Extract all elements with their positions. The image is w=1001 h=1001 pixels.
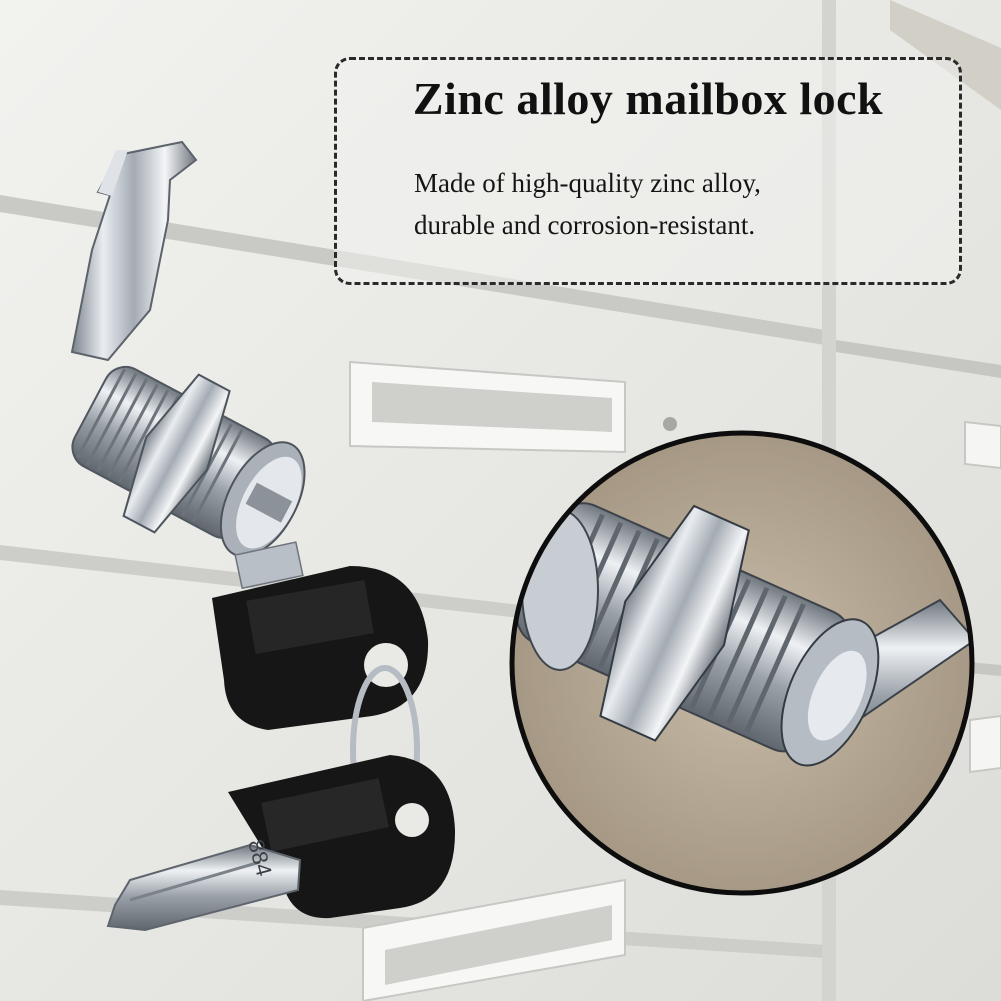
caption-line-2: durable and corrosion-resistant.: [414, 210, 756, 240]
mail-slot-upper: [349, 360, 626, 454]
key-blade-lower: [106, 843, 302, 932]
key-head-upper: [212, 566, 429, 730]
detail-inset-circle: [509, 430, 975, 896]
caption-line-1: Made of high-quality zinc alloy,: [414, 168, 761, 198]
mail-slot-right-2: [969, 714, 1001, 774]
mail-slot-lower: [362, 878, 626, 1001]
caption-title: Zinc alloy mailbox lock: [412, 73, 884, 124]
cam-lock-product: [70, 140, 306, 590]
cabinet-rivet: [663, 417, 677, 431]
caption-description: Made of high-quality zinc alloy, durable…: [414, 162, 934, 246]
mail-slot-right-1: [964, 420, 1001, 470]
caption-box: Zinc alloy mailbox lock: [334, 57, 962, 285]
